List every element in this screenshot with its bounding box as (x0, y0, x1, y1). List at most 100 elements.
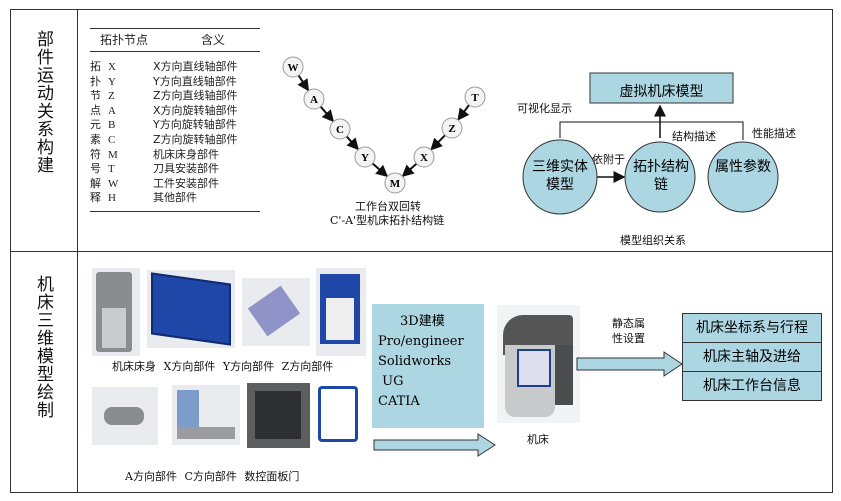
table-cell: X方向旋转轴部件 (153, 103, 238, 117)
static-line: 性设置 (612, 332, 645, 345)
table-cell: 解 (90, 176, 101, 190)
table-cell: B (108, 119, 116, 132)
table-cell: 拓 (90, 60, 101, 73)
table-cell: Z方向旋转轴部件 (153, 132, 238, 146)
part-caption: C方向部件 (184, 470, 237, 483)
connector-line (559, 121, 744, 140)
table-cell: 节 (90, 89, 101, 103)
node-label: A (310, 94, 318, 106)
section-label-bottom: 机床三维模型绘制 (33, 275, 53, 419)
topology-edge (319, 105, 335, 123)
topology-edge (297, 74, 310, 92)
topology-edge (371, 162, 389, 178)
table-cell: 机床床身部件 (153, 147, 219, 161)
performance-desc-label: 性能描述 (752, 127, 796, 140)
table-cell: 元 (90, 118, 101, 132)
topology-node: W (282, 56, 304, 78)
node-label: X (420, 152, 428, 164)
topology-node: C (329, 118, 351, 140)
table-cell: 符 (90, 147, 101, 161)
node-circle (384, 172, 406, 194)
block-arrow-to-info (576, 351, 683, 377)
modeling-tool: Solidworks (378, 354, 452, 369)
c-part-image (172, 385, 240, 445)
table-cell: Z (108, 90, 115, 103)
topology-edge (457, 104, 470, 121)
part-caption: Y方向部件 (222, 360, 275, 373)
table-cell: 释 (90, 191, 101, 205)
structure-desc-label: 结构描述 (672, 130, 716, 143)
table-header: 含义 (201, 33, 226, 47)
topology-caption-1: 工作台双回转 (355, 200, 421, 213)
table-cell: 号 (90, 162, 101, 176)
circle1-label: 三维实体模型 (532, 159, 588, 193)
node-label: Z (448, 123, 455, 135)
node-label: T (471, 92, 479, 104)
section-divider (10, 251, 832, 252)
table-cell: C (108, 133, 116, 146)
table-cell: M (108, 148, 118, 161)
model-organization-diagram (522, 72, 779, 215)
visual-display-label: 可视化显示 (517, 102, 572, 115)
table-cell: 点 (90, 103, 101, 117)
circle3-label: 属性参数 (715, 159, 771, 175)
table-cell: W (108, 177, 119, 190)
topology-caption-2: C'-A'型机床拓扑结构链 (330, 214, 445, 227)
circle2-label: 拓扑结构链 (633, 159, 689, 193)
topology-node: M (384, 172, 406, 194)
topology-edge (345, 135, 360, 151)
cnc-panel-image (247, 383, 310, 448)
a-part-image (92, 387, 158, 445)
table-cell: 工件安装部件 (153, 176, 219, 190)
y-part-image (242, 278, 310, 346)
node-circle (303, 88, 325, 110)
table-cell: Z方向直线轴部件 (153, 89, 238, 103)
table-cell: Y方向旋转轴部件 (153, 118, 237, 132)
table-cell: 其他部件 (153, 191, 197, 205)
node-label: Y (361, 152, 369, 164)
table-cell: T (108, 163, 115, 176)
info-box-worktable: 机床工作台信息 (682, 371, 822, 401)
info-box-coordinate: 机床坐标系与行程 (682, 313, 822, 343)
table-cell: 扑 (90, 74, 101, 88)
modeling-tool: UG (378, 374, 404, 389)
topology-node: X (413, 146, 435, 168)
section-label-top: 部件运动关系构建 (33, 30, 53, 174)
topology-node: Z (441, 117, 463, 139)
node-circle (464, 86, 486, 108)
x-part-image (147, 270, 235, 348)
node-circle (354, 146, 376, 168)
modeling-title: 3D建模 (400, 314, 445, 329)
table-cell: Y方向直线轴部件 (153, 74, 237, 88)
circle-3d-model (522, 139, 598, 215)
circle-attributes (707, 141, 779, 213)
topology-edge (430, 134, 446, 151)
topology-node: Y (354, 146, 376, 168)
machine-image (497, 305, 580, 423)
part-caption: 机床床身 (112, 360, 156, 373)
topology-node: T (464, 86, 486, 108)
modeling-tool: Pro/engineer (378, 334, 464, 349)
node-circle (441, 117, 463, 139)
machine-label: 机床 (527, 433, 549, 446)
table-cell: X (108, 61, 116, 73)
table-cell: 素 (90, 132, 101, 146)
node-circle (282, 56, 304, 78)
topology-chain-graph: W ACY M X Z T (282, 56, 486, 194)
table-cell: H (108, 192, 116, 205)
virtual-machine-model-label: 虚拟机床模型 (619, 84, 704, 100)
machine-bed-image (92, 268, 140, 356)
info-box-spindle: 机床主轴及进给 (682, 342, 822, 372)
part-caption: X方向部件 (163, 360, 216, 373)
